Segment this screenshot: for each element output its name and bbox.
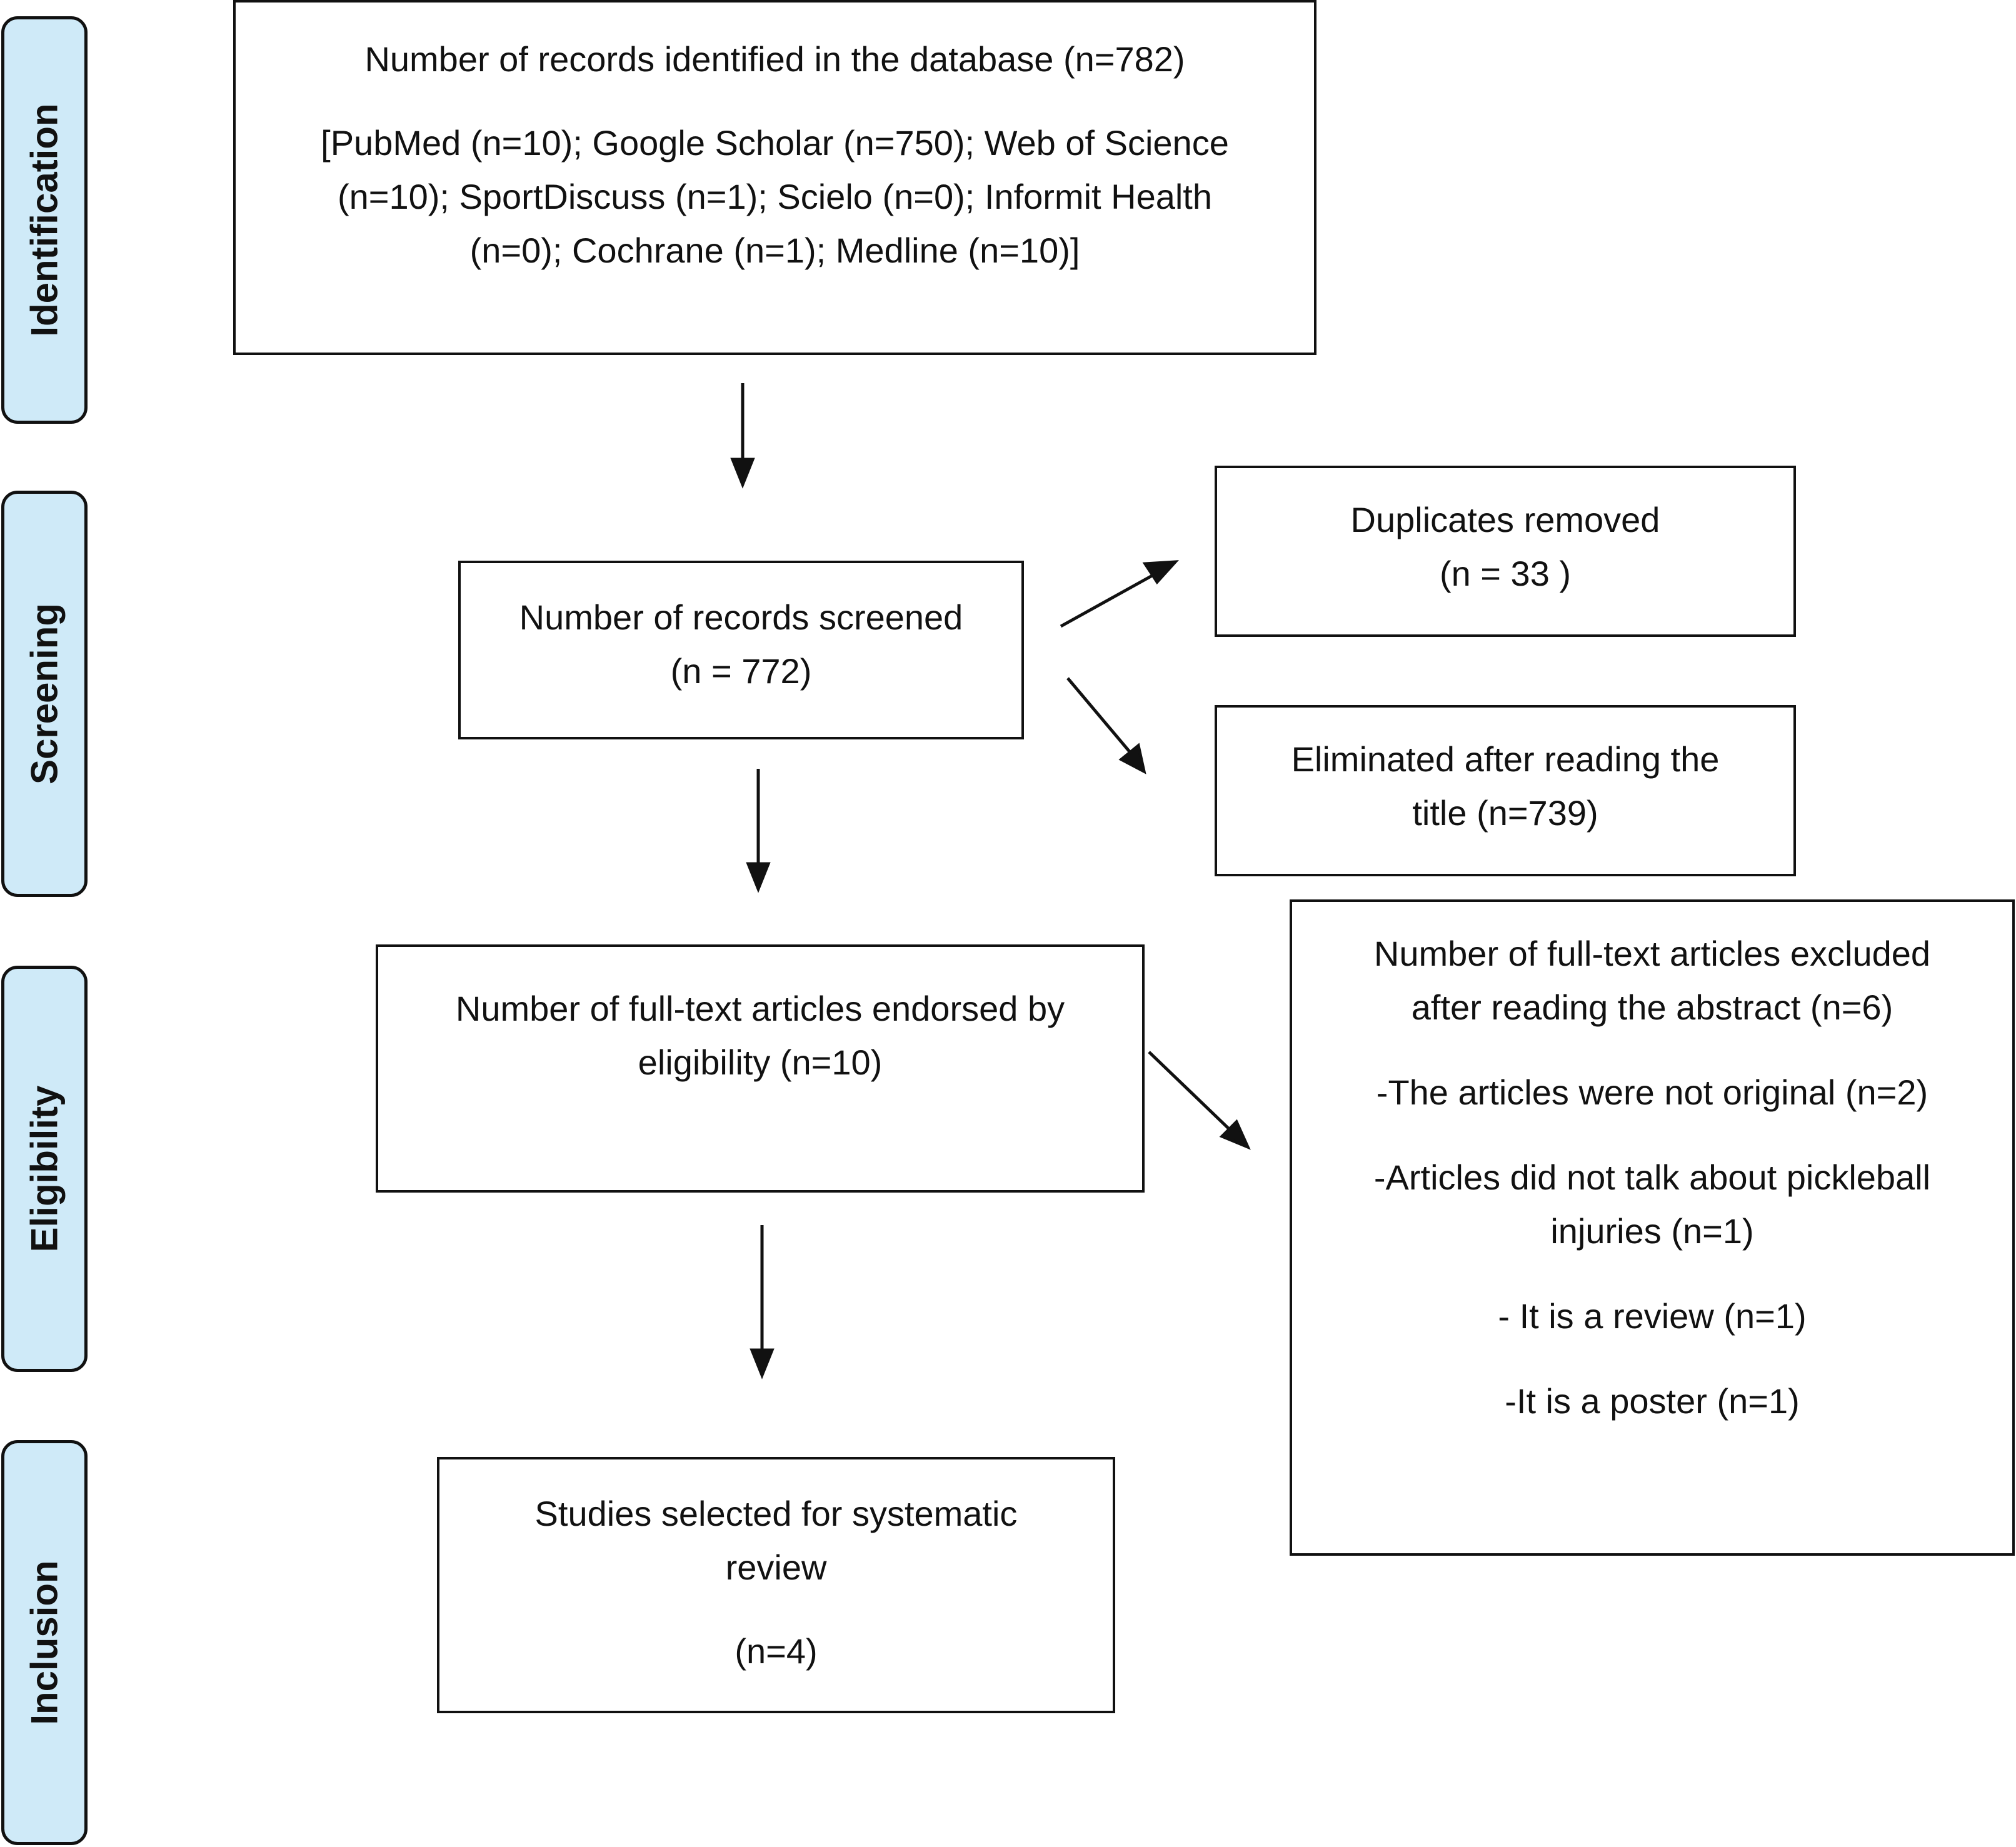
eliminated-box: Eliminated after reading the title (n=73…	[1215, 705, 1796, 876]
identification-box: Number of records identified in the data…	[233, 0, 1316, 355]
phase-screening-label: Screening	[23, 603, 66, 785]
arrow-screened-to-duplicates	[1060, 574, 1153, 628]
inclusion-box: Studies selected for systematic review (…	[437, 1457, 1115, 1713]
identification-sources-line-3: (n=0); Cochrane (n=1); Medline (n=10)]	[469, 231, 1080, 270]
phase-identification-label: Identification	[23, 103, 66, 337]
duplicates-count: (n = 33 )	[1439, 554, 1572, 593]
arrowhead-identification-to-screened	[730, 458, 755, 489]
excluded-box: Number of full-text articles excluded af…	[1290, 899, 2015, 1556]
screened-label: Number of records screened	[519, 598, 963, 637]
inclusion-count: (n=4)	[735, 1631, 818, 1671]
arrow-eligibility-to-excluded	[1148, 1051, 1231, 1131]
identification-sources-line-1: [PubMed (n=10); Google Scholar (n=750); …	[321, 123, 1229, 163]
duplicates-label: Duplicates removed	[1350, 500, 1660, 539]
excluded-reason-not-pickleball-line-1: -Articles did not talk about pickleball	[1373, 1158, 1931, 1197]
identification-sources-line-2: (n=10); SportDiscuss (n=1); Scielo (n=0)…	[337, 177, 1212, 216]
arrowhead-screened-to-duplicates	[1142, 560, 1179, 585]
excluded-title-line-1: Number of full-text articles excluded	[1373, 934, 1931, 973]
identification-count: Number of records identified in the data…	[364, 39, 1185, 79]
arrowhead-screened-to-eligibility	[746, 862, 771, 893]
excluded-reason-review: - It is a review (n=1)	[1498, 1296, 1807, 1336]
inclusion-label-line-2: review	[725, 1548, 827, 1587]
excluded-reason-poster: -It is a poster (n=1)	[1505, 1381, 1800, 1421]
phase-identification: Identification	[1, 16, 88, 424]
arrowhead-screened-to-eliminated	[1118, 743, 1146, 774]
arrow-screened-to-eliminated	[1066, 677, 1132, 754]
phase-inclusion-label: Inclusion	[23, 1560, 66, 1725]
inclusion-label-line-1: Studies selected for systematic	[534, 1494, 1018, 1533]
eliminated-count: title (n=739)	[1412, 793, 1598, 833]
eligibility-box: Number of full-text articles endorsed by…	[376, 944, 1145, 1193]
screened-count: (n = 772)	[670, 651, 812, 691]
phase-eligibility: Eligibility	[1, 966, 88, 1372]
excluded-title-line-2: after reading the abstract (n=6)	[1411, 988, 1893, 1027]
duplicates-box: Duplicates removed (n = 33 )	[1215, 466, 1796, 637]
excluded-reason-not-original: -The articles were not original (n=2)	[1376, 1073, 1928, 1112]
arrowhead-eligibility-to-inclusion	[750, 1348, 775, 1379]
phase-eligibility-label: Eligibility	[23, 1085, 66, 1253]
arrowhead-eligibility-to-excluded	[1219, 1119, 1251, 1150]
eliminated-label: Eliminated after reading the	[1291, 739, 1720, 779]
eligibility-label: Number of full-text articles endorsed by	[455, 989, 1065, 1028]
phase-screening: Screening	[1, 491, 88, 897]
screened-box: Number of records screened (n = 772)	[458, 561, 1024, 739]
phase-inclusion: Inclusion	[1, 1440, 88, 1845]
eligibility-count: eligibility (n=10)	[638, 1043, 883, 1082]
excluded-reason-not-pickleball-line-2: injuries (n=1)	[1550, 1211, 1754, 1251]
